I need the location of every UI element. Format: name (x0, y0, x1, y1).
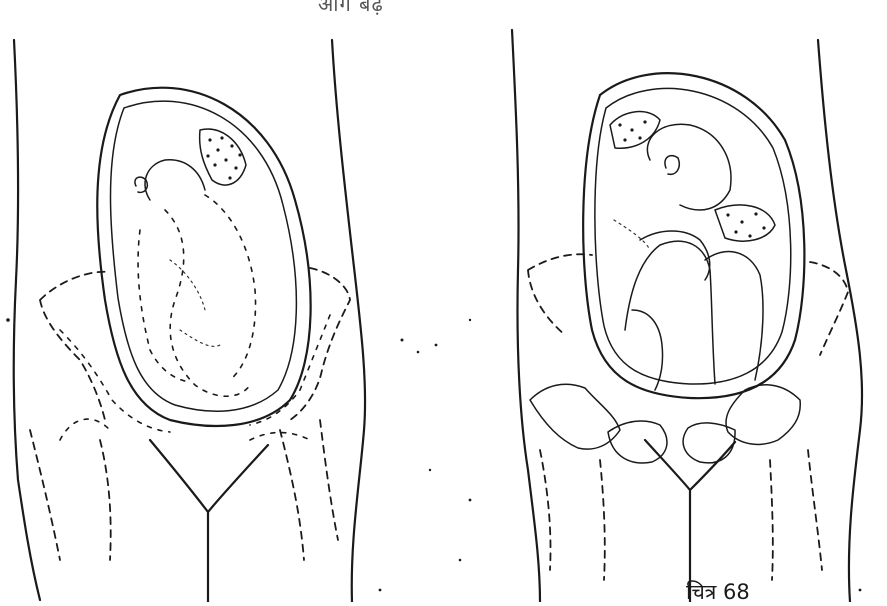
left-hip-lines (30, 420, 338, 560)
left-uterus-outer (97, 88, 310, 426)
right-placenta (610, 112, 775, 242)
left-fetus (135, 160, 256, 396)
right-fetus (614, 124, 763, 390)
left-torso-outline-left (14, 40, 40, 600)
left-panel (14, 40, 365, 602)
right-pelvis-bones (530, 384, 800, 449)
right-torso-outline-right (818, 40, 862, 602)
left-vulva (150, 440, 268, 602)
left-placenta (200, 129, 246, 185)
right-panel (512, 30, 862, 602)
print-noise (6, 318, 861, 591)
right-pubis (608, 421, 735, 463)
right-pelvis-outline (528, 254, 848, 355)
left-torso-outline-right (332, 40, 365, 602)
right-hip-lines (540, 450, 822, 580)
right-torso-outline-left (512, 30, 540, 602)
left-pelvis-outline (40, 268, 350, 420)
right-fetus-ear (665, 156, 679, 175)
left-pelvis-inner (60, 315, 330, 432)
